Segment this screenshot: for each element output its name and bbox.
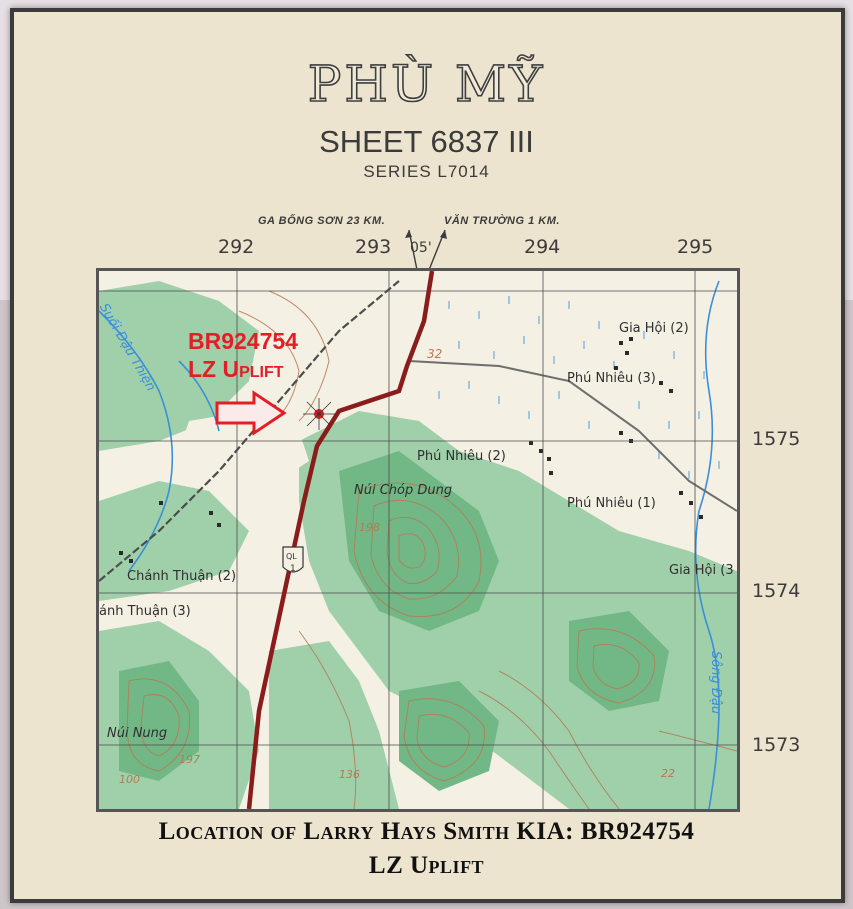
place-label: ánh Thuận (3) bbox=[99, 604, 191, 619]
topographic-map[interactable]: QL 1 Gia Hội (2) Phú Nhiêu (3) Phú Nhiêu… bbox=[96, 268, 740, 812]
place-label: Chánh Thuận (2) bbox=[127, 569, 237, 584]
elevation-label: 22 bbox=[661, 767, 675, 780]
elevation-label: 100 bbox=[119, 773, 140, 786]
contour-lines bbox=[126, 290, 737, 809]
place-label: Gia Hội (3 bbox=[669, 563, 734, 578]
marsh-symbols bbox=[438, 296, 720, 479]
elevation-label: 136 bbox=[339, 768, 360, 781]
shield-number: 1 bbox=[290, 564, 296, 574]
lz-burst bbox=[303, 398, 335, 430]
easting-label: 293 bbox=[355, 236, 392, 258]
direction-note-left: GA BỐNG SƠN 23 KM. bbox=[258, 215, 386, 227]
map-title: PHÙ MỸ bbox=[307, 55, 546, 113]
place-label: Núi Chóp Dung bbox=[354, 483, 453, 498]
elevation-label: 198 bbox=[359, 521, 380, 534]
highway bbox=[246, 271, 435, 809]
shield-text: QL bbox=[286, 552, 297, 561]
northing-label: 1574 bbox=[752, 580, 801, 602]
elevation-label: 32 bbox=[427, 347, 443, 361]
easting-label: 295 bbox=[677, 236, 714, 258]
easting-label: 292 bbox=[218, 236, 255, 258]
stream-label: Sông Đậu bbox=[708, 651, 723, 715]
direction-arrows bbox=[405, 229, 447, 271]
railway bbox=[99, 280, 400, 582]
direction-note-right: VĂN TRƯỜNG 1 KM. bbox=[444, 215, 560, 227]
grid-lines bbox=[99, 271, 737, 809]
sheet-number: SHEET 6837 III bbox=[319, 124, 534, 159]
caption-line-2: LZ Uplift bbox=[368, 852, 485, 879]
place-label: Phú Nhiêu (3) bbox=[567, 371, 656, 386]
place-label: Núi Nung bbox=[107, 726, 168, 741]
series-label: SERIES L7014 bbox=[363, 162, 490, 181]
secondary-road bbox=[408, 360, 737, 512]
elevation-label: 197 bbox=[179, 753, 200, 766]
place-label: Phú Nhiêu (2) bbox=[417, 449, 506, 464]
easting-label: 294 bbox=[524, 236, 561, 258]
place-label: Gia Hội (2) bbox=[619, 321, 689, 336]
caption-line-1: Location of Larry Hays Smith KIA: BR9247… bbox=[158, 818, 695, 845]
road-number-label: 05' bbox=[410, 240, 432, 256]
northing-label: 1573 bbox=[752, 734, 801, 756]
lz-name-label: LZ Uplift bbox=[188, 356, 284, 382]
highway-shield bbox=[282, 546, 304, 573]
map-graphic: QL 1 bbox=[99, 271, 737, 809]
forest-dense bbox=[119, 451, 669, 791]
grid-reference-label: BR924754 bbox=[188, 328, 298, 354]
village-symbols bbox=[119, 337, 703, 563]
northing-label: 1575 bbox=[752, 428, 801, 450]
place-label: Phú Nhiêu (1) bbox=[567, 496, 656, 511]
location-arrow bbox=[215, 390, 287, 436]
